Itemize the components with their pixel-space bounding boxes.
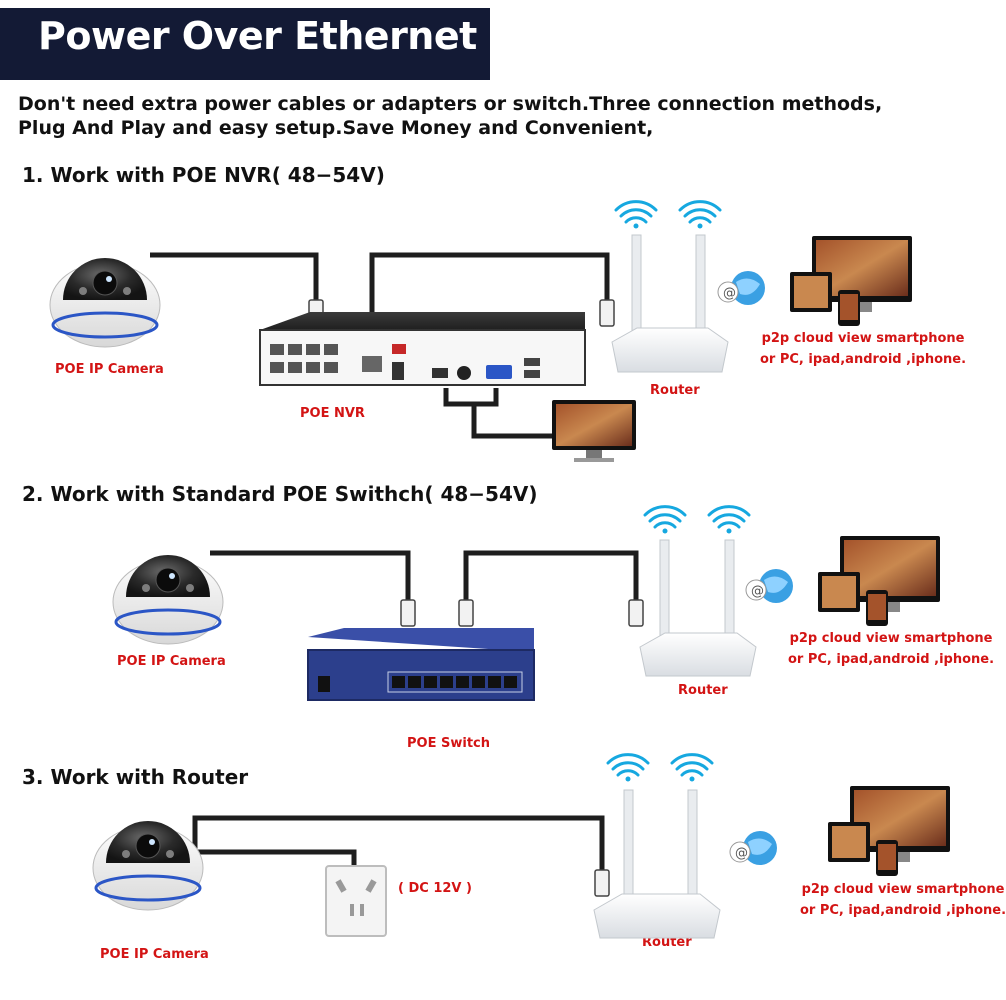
method-3-cloud-desc-1: p2p cloud view smartphone [801, 882, 1005, 897]
method-2-title: 2. Work with Standard POE Swithch( 48−54… [22, 482, 538, 506]
method-2-camera [112, 555, 224, 645]
method-1-cables [150, 252, 610, 439]
wifi-icon [606, 753, 714, 777]
method-3-camera-label: POE IP Camera [100, 947, 209, 962]
poe-switch-device [307, 628, 535, 701]
wifi-icon [614, 200, 722, 224]
intro-text: Don't need extra power cables or adapter… [18, 92, 978, 140]
method-1-camera [49, 258, 161, 348]
page-title: Power Over Ethernet [38, 14, 477, 58]
nvr-loop-cable [443, 388, 499, 407]
method-3-power-label: ( DC 12V ) [398, 881, 472, 896]
svg-text:@: @ [735, 846, 748, 861]
svg-text:@: @ [751, 584, 764, 599]
method-2-cloud-icon: @ [745, 569, 793, 603]
method-3-plugs [594, 869, 610, 897]
method-1-cloud-icon: @ [717, 271, 765, 305]
wall-outlet-icon [325, 865, 387, 937]
method-3-devices [828, 786, 950, 876]
nvr-to-monitor-cable [471, 404, 552, 439]
camera-to-router-cable [192, 815, 605, 870]
intro-line-2: Plug And Play and easy setup.Save Money … [18, 117, 654, 139]
rj45-plug [400, 599, 416, 627]
method-2-cloud-desc-1: p2p cloud view smartphone [789, 631, 993, 646]
nvr-poe-ports [270, 344, 338, 373]
switch-ports [392, 676, 517, 688]
method-1-nvr-label: POE NVR [300, 406, 365, 421]
nvr-device [259, 312, 586, 386]
method-2-camera-label: POE IP Camera [117, 654, 226, 669]
nvr-to-router-cable [369, 252, 610, 330]
method-2-cloud-desc: p2p cloud view smartphone or PC, ipad,an… [788, 628, 994, 670]
title-bar [0, 8, 490, 80]
method-1-router-label: Router [650, 383, 700, 398]
rj45-plug [594, 869, 610, 897]
method-3-camera [92, 821, 204, 911]
method-2-switch-label: POE Switch [407, 736, 490, 751]
method-2-plugs [400, 599, 644, 627]
method-3-router-label: Router [642, 935, 692, 950]
method-1-title: 1. Work with POE NVR( 48−54V) [22, 163, 385, 187]
method-1-camera-label: POE IP Camera [55, 362, 164, 377]
method-1-monitor [552, 400, 636, 462]
method-2-cloud-desc-2: or PC, ipad,android ,iphone. [788, 652, 995, 667]
method-3-cloud-icon: @ [729, 831, 777, 865]
method-2-devices [818, 536, 940, 626]
rj45-plug [628, 599, 644, 627]
method-2-cables [210, 550, 639, 600]
method-3-router [593, 753, 721, 939]
method-2-router-label: Router [678, 683, 728, 698]
method-3-cloud-desc-2: or PC, ipad,android ,iphone. [800, 903, 1006, 918]
method-3-cables [192, 815, 605, 880]
svg-text:@: @ [723, 286, 736, 301]
rj45-plug [599, 299, 615, 327]
wifi-icon [643, 505, 751, 529]
method-1-cloud-desc-2: or PC, ipad,android ,iphone. [760, 352, 967, 367]
method-3-cloud-desc: p2p cloud view smartphone or PC, ipad,an… [800, 879, 1006, 921]
camera-to-switch-cable [210, 550, 411, 600]
method-1-router [611, 200, 729, 373]
method-1-devices [790, 236, 912, 326]
camera-to-nvr-cable [150, 252, 319, 300]
method-2-router [639, 505, 757, 677]
method-1-cloud-desc: p2p cloud view smartphone or PC, ipad,an… [760, 328, 966, 370]
method-1-cloud-desc-1: p2p cloud view smartphone [761, 331, 965, 346]
switch-to-router-cable [463, 550, 639, 600]
intro-line-1: Don't need extra power cables or adapter… [18, 93, 883, 115]
rj45-plug [458, 599, 474, 627]
method-3-title: 3. Work with Router [22, 765, 249, 789]
